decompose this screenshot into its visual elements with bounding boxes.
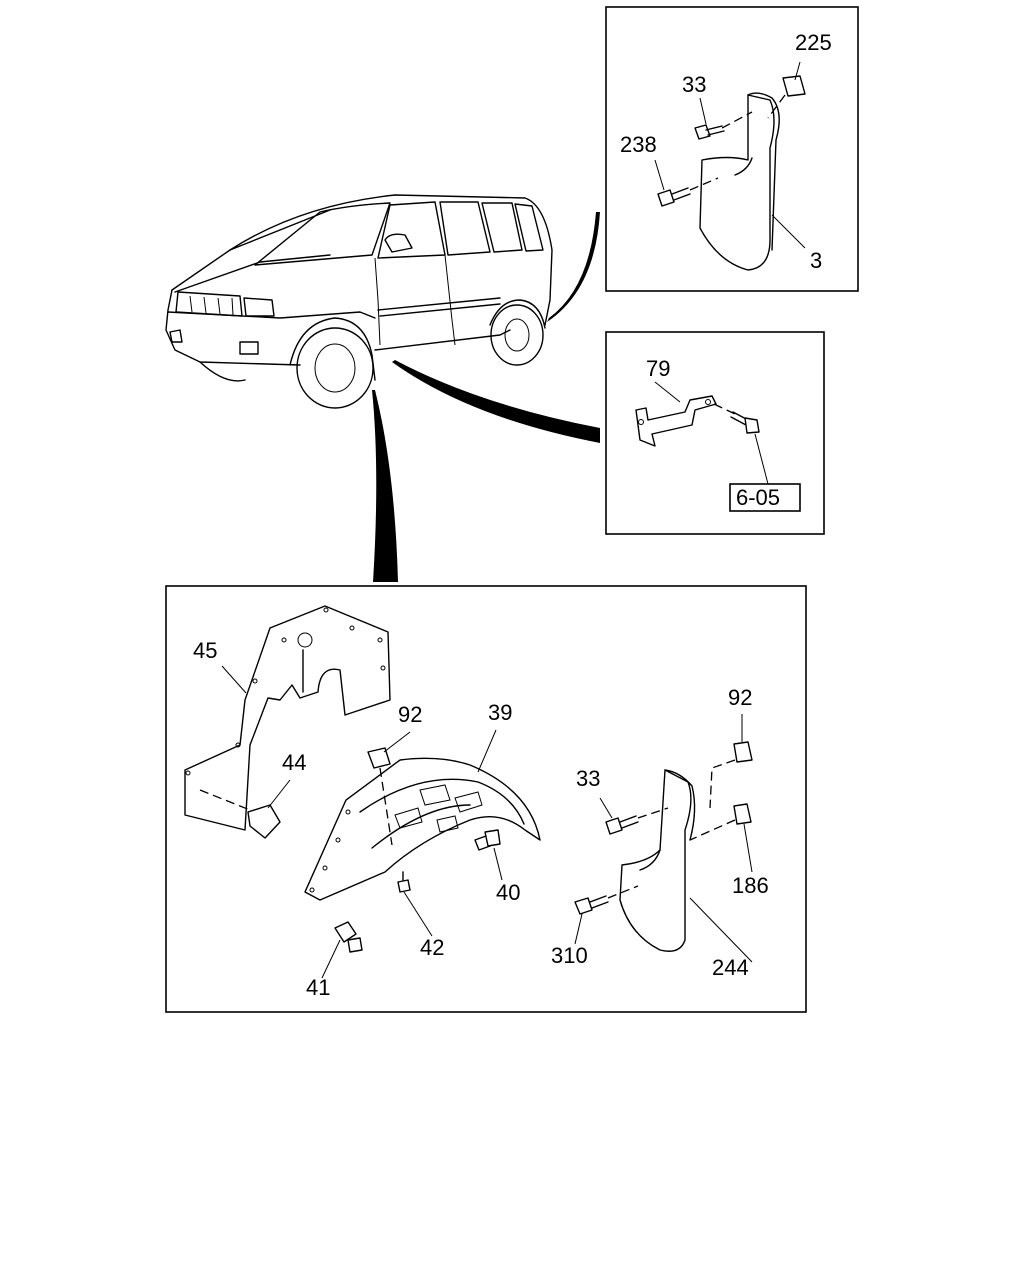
splash-shield-45	[184, 605, 391, 831]
callout-41: 41	[306, 975, 330, 1000]
bolt-238	[657, 187, 691, 207]
callout-40: 40	[496, 880, 520, 905]
bolt-33-bottom	[605, 815, 639, 835]
callout-310: 310	[551, 943, 588, 968]
callout-33-bottom: 33	[576, 766, 600, 791]
mudflap-rear-group	[654, 61, 806, 271]
callout-39: 39	[488, 700, 512, 725]
callout-244: 244	[712, 955, 749, 980]
clip-92-right	[733, 741, 753, 763]
callout-33-top: 33	[682, 72, 706, 97]
vehicle-illustration	[165, 194, 600, 582]
callout-42: 42	[420, 935, 444, 960]
wheel-liner-39	[304, 757, 541, 901]
wheelhouse-parts-group	[184, 605, 753, 979]
callout-44: 44	[282, 750, 306, 775]
clip-44	[247, 804, 281, 839]
callout-3: 3	[810, 248, 822, 273]
clip-186	[733, 803, 752, 825]
clip-92-mid	[367, 747, 391, 769]
callout-45: 45	[193, 638, 217, 663]
callout-225: 225	[795, 30, 832, 55]
reference-box-6-05	[729, 483, 801, 512]
inset-frame-bracket	[605, 331, 825, 535]
callout-238: 238	[620, 132, 657, 157]
callout-92-mid: 92	[398, 702, 422, 727]
callout-186: 186	[732, 873, 769, 898]
inset-frame-wheelhouse	[165, 585, 807, 1013]
bracket-79	[635, 395, 717, 447]
callout-79: 79	[646, 356, 670, 381]
clip-41	[334, 921, 363, 953]
bracket-79-group	[635, 381, 769, 485]
inset-frame-rear-mudflap	[605, 6, 859, 292]
mudflap-rear	[699, 94, 775, 271]
clip-225	[782, 75, 806, 97]
mudflap-front-244	[619, 769, 692, 952]
callout-92-right: 92	[728, 685, 752, 710]
callout-ref-6-05: 6-05	[736, 485, 780, 510]
screw-40	[474, 829, 501, 851]
bolt-33-top	[694, 124, 725, 140]
bolt-310	[574, 895, 609, 915]
screw-42	[397, 871, 411, 893]
bolt-6-05	[730, 411, 760, 434]
